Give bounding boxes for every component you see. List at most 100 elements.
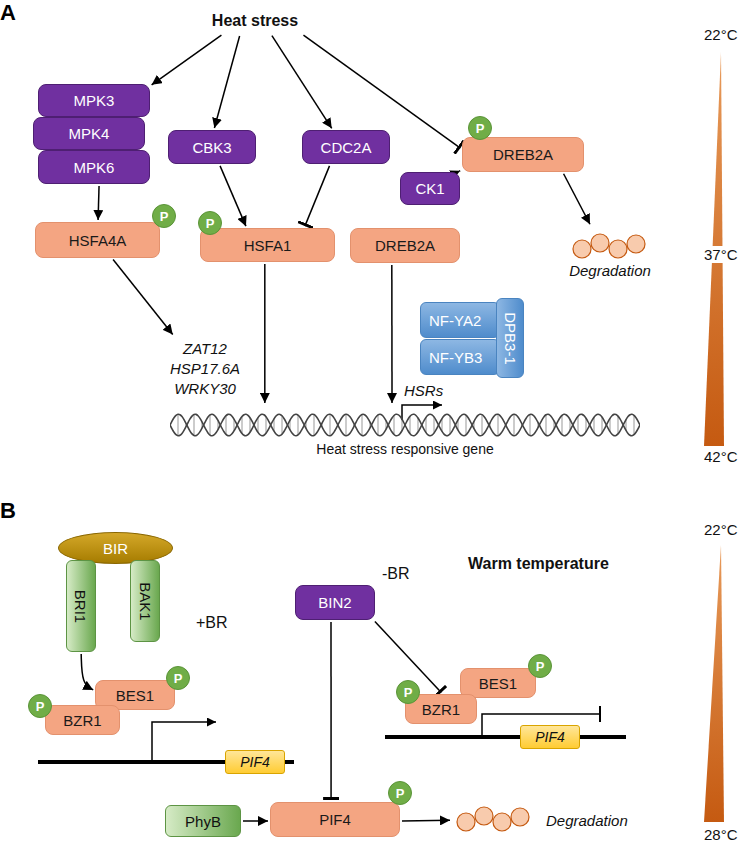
- transcription-factor-box: DREB2A: [462, 137, 584, 172]
- helix-rung: [378, 415, 379, 436]
- fragment-circle: [609, 240, 627, 258]
- stimulus-label: Heat stress: [208, 8, 302, 34]
- node-text: P: [206, 216, 215, 231]
- helix-strand: [170, 414, 640, 435]
- panel-ground: [23, 509, 699, 849]
- node-text: P: [160, 209, 169, 224]
- helix-rung: [530, 414, 531, 436]
- node-text: Degradation: [569, 262, 651, 279]
- kinase-box: CK1: [400, 172, 460, 205]
- degradation-node: Degradation: [560, 226, 660, 284]
- degradation-node: Degradation: [452, 800, 652, 840]
- node-text: DREB2A: [493, 146, 553, 163]
- dna-strand: Heat stress responsive gene: [165, 405, 645, 465]
- helix-rung: [194, 414, 195, 435]
- node-text: A: [0, 0, 16, 26]
- text-label: 28°C: [704, 826, 738, 843]
- kinase-box: CBK3: [168, 130, 256, 164]
- photoreceptor-box: PhyB: [165, 805, 241, 837]
- node-text: HSFA1: [244, 237, 292, 254]
- text-label: +BR: [196, 614, 228, 632]
- helix-rung: [594, 417, 595, 433]
- phosphate-circle: P: [528, 654, 552, 678]
- phosphate-circle: P: [396, 680, 420, 704]
- text-label: 42°C: [704, 448, 738, 465]
- node-text: MPK6: [74, 159, 115, 176]
- helix-rung: [546, 415, 547, 436]
- node-text: NF-YA2: [429, 312, 481, 329]
- helix-rung: [466, 415, 467, 435]
- connector: [564, 174, 590, 224]
- connector: [220, 166, 246, 226]
- gene-box: PIF4: [225, 750, 285, 774]
- panel-ground: [23, 11, 699, 471]
- node-text: BES1: [479, 675, 517, 692]
- node-text: BZR1: [63, 712, 101, 729]
- helix-rung: [426, 417, 427, 433]
- node-text: P: [174, 671, 183, 686]
- helix-rung: [210, 415, 211, 436]
- helix-rung: [346, 414, 347, 436]
- helix-rung: [282, 416, 283, 435]
- membrane-line: [22, 508, 567, 654]
- node-text: DREB2A: [375, 237, 435, 254]
- panel-border: [23, 509, 699, 849]
- connector: [305, 166, 330, 226]
- helix-rung: [258, 417, 259, 432]
- node-text: BIR: [103, 540, 128, 557]
- promoter-arrow: [152, 722, 216, 762]
- node-text: BRI1: [73, 589, 90, 622]
- receptor-bar: BRI1: [66, 560, 96, 652]
- node-text: B: [0, 498, 16, 524]
- node-text: HSFA4A: [69, 232, 127, 249]
- dna-helix: [170, 409, 640, 441]
- node-text: BES1: [116, 687, 154, 704]
- degradation-icon: [568, 232, 652, 262]
- node-text: ZAT12 HSP17.6A WRKY30: [155, 339, 255, 399]
- transcription-factor-box: DREB2A: [350, 228, 460, 263]
- kinase-box: CDC2A: [302, 130, 390, 164]
- connector: [113, 260, 173, 335]
- helix-rung: [450, 416, 451, 435]
- helix-rung: [178, 414, 179, 436]
- helix-strand: [170, 414, 640, 435]
- nf-y-box: NF-YA2: [420, 302, 500, 338]
- connector: [243, 820, 268, 822]
- connector: [264, 264, 266, 403]
- connector: [402, 820, 450, 822]
- temperature-wedge: [704, 545, 724, 822]
- phosphate-circle: P: [152, 204, 176, 228]
- connector: [330, 622, 332, 800]
- fragment-circle: [573, 240, 591, 258]
- helix-rung: [226, 415, 227, 434]
- kinase-box: MPK6: [38, 150, 150, 184]
- transcription-factor-box: HSFA1: [200, 228, 335, 262]
- text-label: 22°C: [704, 26, 738, 43]
- connector: [459, 170, 461, 172]
- nf-y-box: NF-YB3: [420, 339, 500, 375]
- helix-rung: [362, 414, 363, 436]
- text-label: 22°C: [704, 521, 738, 538]
- nf-y-box: DPB3-1: [496, 298, 524, 378]
- panel-border: [23, 11, 699, 471]
- fragment-circle: [475, 807, 493, 825]
- receptor-bar: BAK1: [130, 560, 160, 642]
- phosphate-circle: P: [198, 211, 222, 235]
- helix-rung: [298, 415, 299, 435]
- dna-line: [385, 735, 626, 739]
- helix-rung: [314, 414, 315, 435]
- transcription-factor-box: BZR1: [45, 705, 120, 735]
- node-text: NF-YB3: [429, 349, 482, 366]
- text-label: HSRs: [404, 382, 443, 399]
- helix-rung: [634, 415, 635, 435]
- kinase-box: BIN2: [295, 585, 375, 620]
- helix-rung: [618, 416, 619, 434]
- transcription-factor-box: HSFA4A: [35, 222, 160, 258]
- node-text: P: [396, 786, 405, 801]
- connector: [97, 186, 99, 220]
- node-text: Heat stress: [212, 12, 298, 30]
- phosphate-circle: P: [468, 116, 492, 140]
- helix-rung: [394, 415, 395, 434]
- gene-box: PIF4: [520, 725, 580, 749]
- node-text: P: [476, 121, 485, 136]
